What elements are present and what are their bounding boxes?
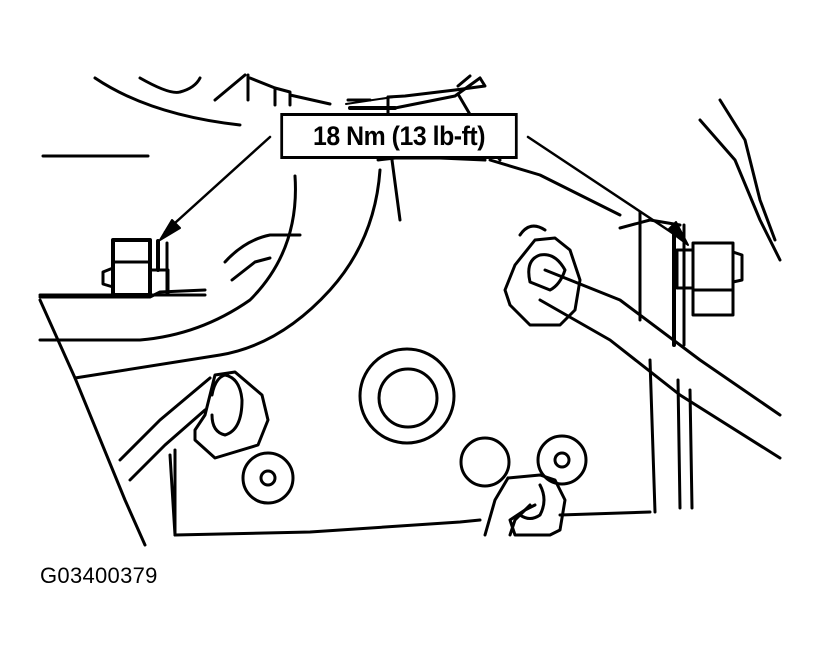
right-tube-fitting [503, 224, 782, 460]
small-ports [241, 434, 588, 505]
bracket-arm [38, 168, 382, 547]
bottom-tube-fitting [483, 473, 567, 537]
left-tube-fitting [118, 370, 270, 482]
lower-housing [168, 358, 694, 537]
right-bracket-lines [348, 76, 782, 262]
left-bolt [38, 238, 207, 297]
right-bolt [638, 210, 744, 347]
torque-callout-label: 18 Nm (13 lb-ft) [280, 113, 518, 159]
callout-arrows [159, 135, 689, 246]
figure-id-label: G03400379 [40, 563, 158, 588]
central-port [358, 347, 456, 445]
